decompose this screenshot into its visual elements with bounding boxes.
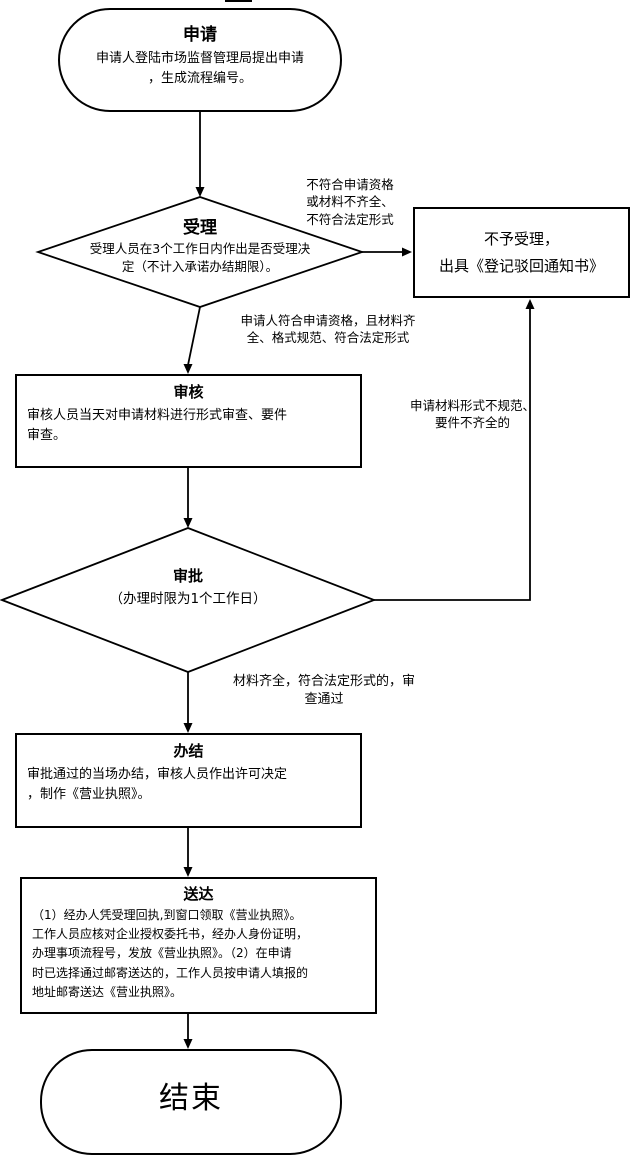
complete-node: 办结 审批通过的当场办结，审核人员作出许可决定 ，制作《营业执照》。 — [15, 733, 362, 828]
label-pass-condition: 材料齐全，符合法定形式的，审 查通过 — [232, 674, 415, 707]
arrowhead-approve-to-reject — [525, 299, 535, 309]
label-accept-condition: 申请人符合申请资格，且材料齐 全、格式规范、符合法定形式 — [240, 313, 416, 346]
approve-diamond: 审批 （办理时限为1个工作日） — [38, 565, 338, 609]
review-node-body: 审核人员当天对申请材料进行形式审查、要件 审查。 — [27, 408, 288, 444]
label-reject-condition: 不符合申请资格 或材料不齐全、 不符合法定形式 — [306, 177, 394, 227]
start-node-body: 申请人登陆市场监督管理局提出申请 ，生成流程编号。 — [95, 51, 304, 86]
start-node: 申请 申请人登陆市场监督管理局提出申请 ，生成流程编号。 — [58, 8, 342, 112]
deliver-node: 送达 （1）经办人凭受理回执,到窗口领取《营业执照》。 工作人员应核对企业授权委… — [20, 877, 377, 1014]
start-node-title: 申请 — [183, 25, 217, 45]
accept-diamond-body: 受理人员在3个工作日内作出是否受理决 定（不计入承诺办结期限）。 — [89, 241, 311, 275]
accept-diamond-title: 受理 — [183, 218, 217, 238]
approve-diamond-body: （办理时限为1个工作日） — [109, 591, 267, 607]
arrowhead-complete-to-deliver — [183, 867, 193, 877]
deliver-node-body: （1）经办人凭受理回执,到窗口领取《营业执照》。 工作人员应核对企业授权委托书，… — [32, 908, 309, 999]
reject-node-body: 不予受理， 出具《登记驳回通知书》 — [438, 229, 604, 275]
deliver-node-title: 送达 — [183, 885, 214, 903]
review-node: 审核 审核人员当天对申请材料进行形式审查、要件 审查。 — [15, 374, 362, 468]
accept-diamond: 受理 受理人员在3个工作日内作出是否受理决 定（不计入承诺办结期限）。 — [50, 213, 350, 276]
end-node: 结束 — [40, 1049, 342, 1155]
arrowhead-start-to-accept — [195, 187, 205, 197]
review-node-title: 审核 — [173, 383, 204, 401]
reject-node: 不予受理， 出具《登记驳回通知书》 — [413, 207, 630, 298]
complete-node-title: 办结 — [173, 742, 204, 760]
end-node-title: 结束 — [159, 1081, 223, 1116]
arrowhead-review-to-approve — [183, 518, 193, 528]
arrow-approve-to-reject — [374, 308, 531, 601]
arrowhead-deliver-to-end — [183, 1039, 193, 1049]
arrowhead-accept-to-review — [183, 364, 193, 374]
arrowhead-approve-to-complete — [183, 723, 193, 733]
complete-node-body: 审批通过的当场办结，审核人员作出许可决定 ，制作《营业执照》。 — [27, 767, 288, 803]
approve-diamond-title: 审批 — [172, 567, 203, 585]
label-return-condition: 申请材料形式不规范、 要件不齐全的 — [409, 398, 535, 431]
arrowhead-accept-to-reject — [402, 247, 412, 257]
arrow-accept-to-review — [187, 306, 201, 366]
